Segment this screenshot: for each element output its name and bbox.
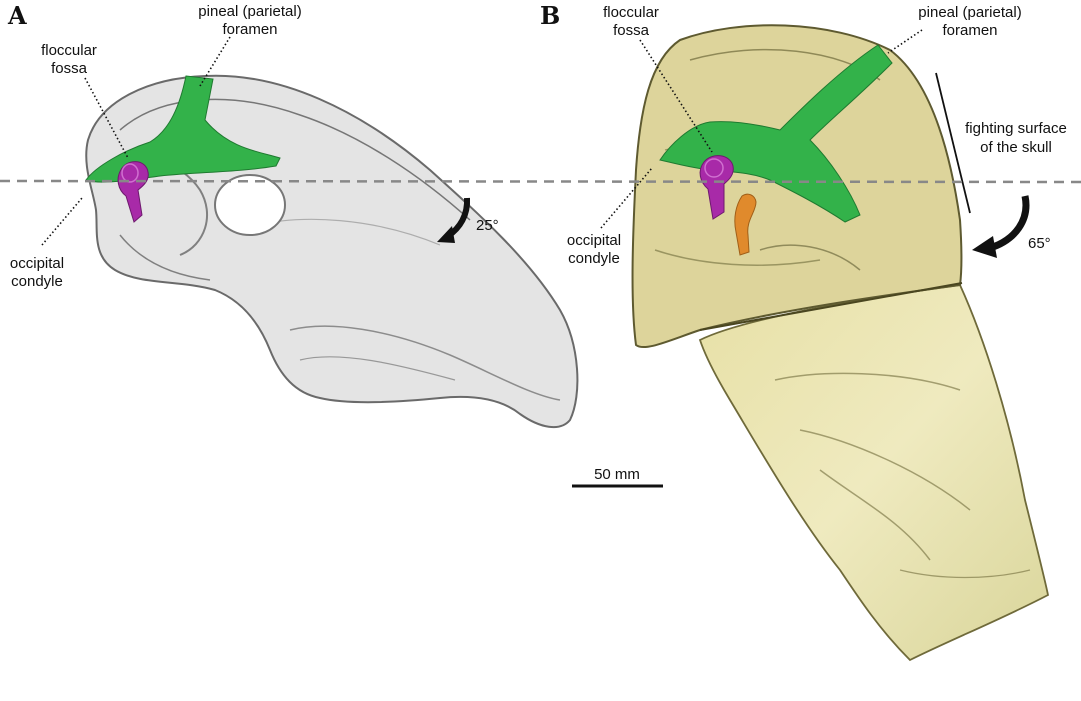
rotation-arrow-a	[437, 197, 471, 243]
rotation-label-a: 25°	[476, 217, 499, 234]
floccular-label-b-line2: fossa	[613, 22, 650, 39]
floccular-label-b-line1: floccular	[603, 4, 659, 21]
skull-b	[631, 24, 1050, 662]
horizontal-reference-line	[0, 179, 1081, 184]
occipital-label-b-line2: condyle	[568, 250, 620, 267]
floccular-label-a-line2: fossa	[51, 60, 88, 77]
pineal-label-b-line2: foramen	[942, 22, 997, 39]
occipital-leader-b	[600, 167, 653, 229]
rotation-arrow-b	[972, 195, 1030, 258]
occipital-label-a-line1: occipital	[10, 255, 64, 272]
pineal-leader-b	[887, 29, 923, 54]
endosseous-labyrinth-a	[117, 161, 149, 223]
rotation-label-b: 65°	[1028, 235, 1051, 252]
endosseous-labyrinth-b	[699, 155, 734, 220]
occipital-label-b-line1: occipital	[567, 232, 621, 249]
fighting-surface-label-line1: fighting surface	[965, 120, 1067, 137]
pineal-label-a-line2: foramen	[222, 21, 277, 38]
fighting-surface-label-line2: of the skull	[980, 139, 1052, 156]
occipital-label-a-line2: condyle	[11, 273, 63, 290]
floccular-leader-a	[84, 77, 129, 159]
pineal-label-b-line1: pineal (parietal)	[918, 4, 1021, 21]
panel-b-letter: B	[540, 1, 560, 30]
occipital-leader-a	[41, 197, 83, 246]
floccular-label-a-line1: floccular	[41, 42, 97, 59]
panel-a-letter: A	[7, 1, 27, 30]
orange-canal-b	[734, 193, 757, 256]
pineal-leader-a	[199, 36, 231, 87]
scale-bar-label: 50 mm	[594, 466, 640, 483]
pineal-label-a-line1: pineal (parietal)	[198, 3, 301, 20]
skull-a	[85, 74, 579, 429]
fighting-surface-line	[935, 72, 971, 214]
